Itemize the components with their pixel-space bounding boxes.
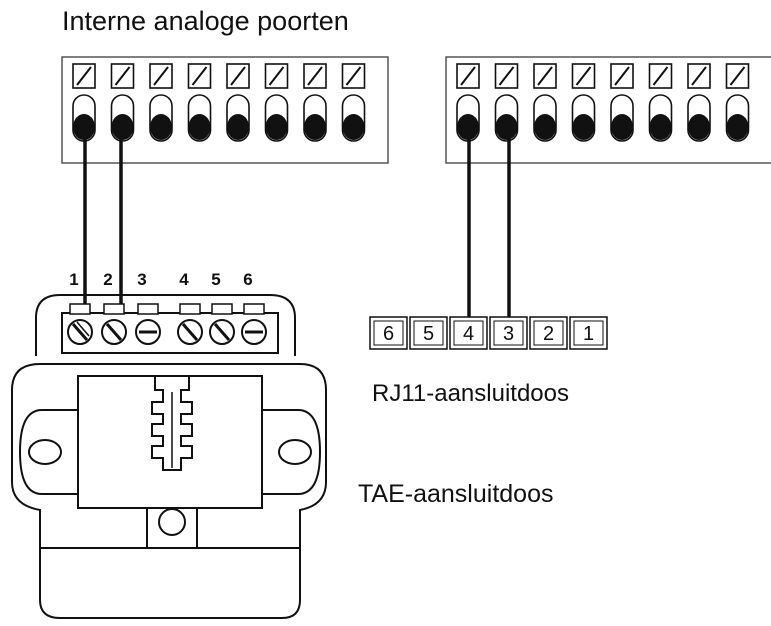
rj11-pin-inner-2: [533, 320, 564, 346]
tae-terminal-number: 5: [211, 270, 220, 289]
left-port-screw-slot-1: [76, 66, 92, 86]
tae-socket: [151, 376, 193, 471]
tae-screw-slot-1: [71, 323, 89, 341]
right-port-screw-slot-3: [537, 66, 553, 86]
tae-left-hole: [28, 439, 62, 465]
tae-terminal-strip: [61, 312, 279, 354]
wires: [83, 130, 511, 318]
tae-terminal-tab-2: [103, 303, 125, 315]
left-port-screw-slot-7: [307, 66, 323, 86]
tae-center-screw: [158, 508, 186, 536]
right-port-screw-slot-2: [498, 66, 515, 86]
right-port-terminal-hole-5: [611, 114, 633, 140]
left-port-screw-slot-8: [345, 66, 362, 86]
tae-box: [11, 294, 327, 619]
tae-terminal-tab-5: [211, 303, 233, 315]
tae-label: TAE-aansluitdoos: [358, 480, 554, 508]
right-port-terminal-hole-2: [495, 114, 518, 140]
port-block-left: [61, 56, 389, 164]
tae-base: [39, 548, 301, 619]
right-port-terminal-hole-8: [726, 114, 749, 140]
left-port-screw-slot-5: [230, 66, 246, 86]
left-port-terminal-hole-6: [265, 114, 288, 140]
rj11-pin-inner-5: [413, 320, 444, 346]
left-port-terminal-hole-3: [150, 114, 172, 140]
left-port-screw-slot-6: [268, 66, 285, 86]
tae-screw-slot-b-1: [76, 321, 90, 337]
left-port-terminal-hole-8: [342, 114, 365, 140]
tae-right-ear: [262, 409, 322, 495]
rj11-pin-label: 1: [583, 323, 594, 345]
rj11-pin-label: 6: [383, 323, 394, 345]
tae-terminal-number: 4: [179, 270, 189, 289]
rj11-box: 6 5 4 3 2 1: [369, 316, 608, 350]
tae-terminal-tab-1: [69, 303, 91, 315]
rj11-pin-inner-4: [453, 320, 484, 346]
rj11-label: RJ11-aansluitdoos: [372, 380, 570, 407]
left-port-terminal-hole-2: [111, 114, 134, 140]
rj11-pin-inner-6: [373, 320, 404, 346]
tae-body-outline: [11, 363, 327, 549]
port-block-right: [445, 56, 771, 164]
right-port-screw-slot-7: [691, 66, 707, 86]
tae-terminal-tab-3: [137, 303, 159, 315]
rj11-pin-inner-1: [573, 320, 604, 346]
diagram-title: Interne analoge poorten: [62, 6, 349, 36]
tae-terminal-number: 6: [243, 270, 252, 289]
left-port-frame: [61, 56, 389, 164]
tae-screw-slot-5: [213, 323, 231, 341]
right-port-frame: [445, 56, 771, 164]
tae-screw-block: [146, 507, 198, 549]
right-port-terminal-hole-7: [688, 114, 710, 140]
tae-terminal-tab-6: [243, 303, 265, 315]
left-port-terminal-hole-1: [73, 114, 95, 140]
rj11-pin-box-4: [449, 316, 488, 350]
right-port-screw-slot-4: [575, 66, 592, 86]
rj11-pin-inner-3: [493, 320, 524, 346]
tae-faceplate: [77, 375, 263, 509]
rj11-pin-box-6: [369, 316, 408, 350]
left-port-screw-slot-2: [114, 66, 131, 86]
tae-terminal-number: 3: [137, 270, 146, 289]
right-port-terminal-hole-6: [649, 114, 672, 140]
left-port-terminal-hole-7: [304, 114, 326, 140]
tae-screw-slot-2: [105, 323, 123, 341]
rj11-pin-box-1: [569, 316, 608, 350]
right-port-terminal-hole-3: [534, 114, 556, 140]
right-port-screw-slot-6: [652, 66, 669, 86]
left-port-screw-slot-4: [191, 66, 208, 86]
left-port-terminal-hole-4: [188, 114, 211, 140]
tae-terminals: 1 2 3 4 5 6: [67, 270, 267, 345]
tae-left-ear: [18, 409, 78, 495]
left-port-terminal-hole-5: [227, 114, 249, 140]
rj11-pin-label: 4: [463, 323, 474, 345]
right-port-screw-slot-5: [614, 66, 630, 86]
right-port-screw-slot-1: [460, 66, 476, 86]
tae-terminal-tab-4: [179, 303, 201, 315]
right-port-terminal-hole-1: [457, 114, 479, 140]
right-port-terminal-hole-4: [572, 114, 595, 140]
rj11-pin-box-2: [529, 316, 568, 350]
rj11-pin-label: 3: [503, 323, 514, 345]
right-port-screw-slot-8: [729, 66, 746, 86]
tae-terminal-number: 1: [69, 270, 78, 289]
tae-screw-slot-4: [181, 323, 199, 341]
left-port-screw-slot-3: [153, 66, 169, 86]
rj11-pin-label: 2: [543, 323, 554, 345]
tae-terminal-number: 2: [103, 270, 112, 289]
tae-top-housing: [35, 294, 296, 356]
rj11-pin-box-5: [409, 316, 448, 350]
rj11-pin-label: 5: [423, 323, 434, 345]
rj11-pin-box-3: [489, 316, 528, 350]
tae-right-hole: [278, 439, 312, 465]
